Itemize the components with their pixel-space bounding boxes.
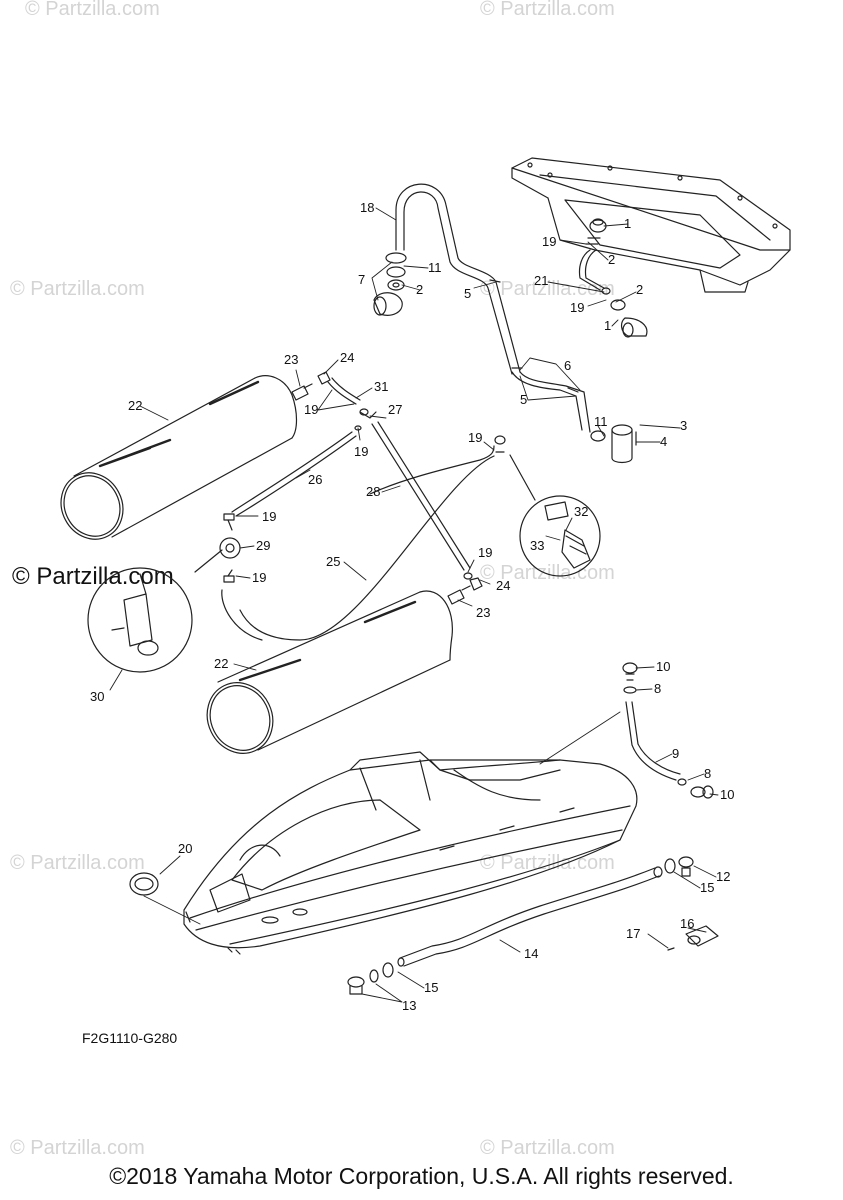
pump-detail <box>88 550 222 672</box>
callout-29: 29 <box>256 538 270 553</box>
bilge-pipe <box>398 867 662 966</box>
callout-11: 11 <box>594 414 608 429</box>
callout-19: 19 <box>542 234 556 249</box>
watermark: © Partzilla.com <box>480 278 615 300</box>
hull-tray <box>512 158 790 292</box>
callout-23: 23 <box>284 352 298 367</box>
callout-22: 22 <box>128 398 142 413</box>
water-trap-hose <box>396 184 605 441</box>
callout-21: 21 <box>534 273 548 288</box>
copyright-notice: ©2018 Yamaha Motor Corporation, U.S.A. A… <box>109 1163 734 1189</box>
float-upper <box>50 376 297 550</box>
callout-1: 1 <box>604 318 611 333</box>
callout-16: 16 <box>680 916 694 931</box>
callout-23: 23 <box>476 605 490 620</box>
callout-19: 19 <box>304 402 318 417</box>
callout-19: 19 <box>468 430 482 445</box>
float-valve-lower <box>448 578 482 604</box>
water-separator <box>612 425 636 463</box>
callout-18: 18 <box>360 200 374 215</box>
watermark-strong: © Partzilla.com <box>12 563 174 590</box>
leader-lines <box>110 208 718 1002</box>
callout-15: 15 <box>700 880 714 895</box>
callout-7: 7 <box>358 272 365 287</box>
callout-10: 10 <box>656 659 670 674</box>
callout-24: 24 <box>496 578 510 593</box>
fitting-detail <box>510 455 600 576</box>
callout-19: 19 <box>354 444 368 459</box>
callout-10: 10 <box>720 787 734 802</box>
float-lower <box>195 591 452 764</box>
callout-33: 33 <box>530 538 544 553</box>
diagram-code: F2G1110-G280 <box>82 1030 178 1046</box>
drain-hose-right <box>623 663 713 798</box>
callout-31: 31 <box>374 379 388 394</box>
callout-9: 9 <box>672 746 679 761</box>
callout-19: 19 <box>262 509 276 524</box>
drain-plugs <box>130 857 718 994</box>
callout-11: 11 <box>428 260 442 275</box>
callout-8: 8 <box>654 681 661 696</box>
callout-2: 2 <box>416 282 423 297</box>
watermark: © Partzilla.com <box>480 0 615 20</box>
float-pump-connector <box>220 514 240 582</box>
callout-17: 17 <box>626 926 640 941</box>
watermark: © Partzilla.com <box>25 0 160 20</box>
watermark: © Partzilla.com <box>480 1137 615 1159</box>
callout-26: 26 <box>308 472 322 487</box>
callout-2: 2 <box>636 282 643 297</box>
callout-12: 12 <box>716 869 730 884</box>
callout-22: 22 <box>214 656 228 671</box>
watermark: © Partzilla.com <box>10 278 145 300</box>
callout-25: 25 <box>326 554 340 569</box>
callout-20: 20 <box>178 841 192 856</box>
small-fittings <box>355 409 505 579</box>
drain-fitting-left <box>374 253 406 315</box>
callout-3: 3 <box>680 418 687 433</box>
callout-5: 5 <box>520 392 527 407</box>
callout-6: 6 <box>564 358 571 373</box>
callout-5: 5 <box>464 286 471 301</box>
callout-1: 1 <box>624 216 631 231</box>
callout-4: 4 <box>660 434 667 449</box>
callout-labels: 1 1 2 2 2 3 4 5 5 6 7 8 8 9 10 10 11 11 … <box>90 200 734 1013</box>
callout-24: 24 <box>340 350 354 365</box>
callout-30: 30 <box>90 689 104 704</box>
float-valve-upper <box>292 372 330 400</box>
callout-15: 15 <box>424 980 438 995</box>
callout-19: 19 <box>570 300 584 315</box>
watermark: © Partzilla.com <box>10 1137 145 1159</box>
callout-19: 19 <box>252 570 266 585</box>
callout-13: 13 <box>402 998 416 1013</box>
callout-27: 27 <box>388 402 402 417</box>
callout-19: 19 <box>478 545 492 560</box>
air-hoses <box>222 378 494 640</box>
drain-fitting-upper <box>579 219 646 337</box>
callout-8: 8 <box>704 766 711 781</box>
callout-14: 14 <box>524 946 538 961</box>
watermark: © Partzilla.com <box>480 562 615 584</box>
watermark: © Partzilla.com <box>10 852 145 874</box>
callout-28: 28 <box>366 484 380 499</box>
callout-2: 2 <box>608 252 615 267</box>
callout-32: 32 <box>574 504 588 519</box>
boat-hull <box>184 752 637 954</box>
